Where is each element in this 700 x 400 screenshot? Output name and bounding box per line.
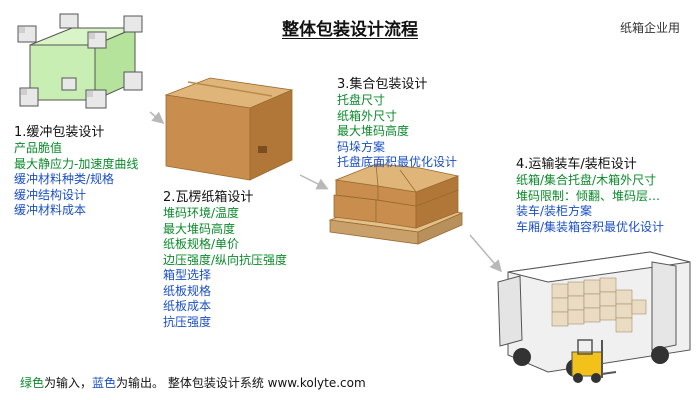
step-item: 纸板规格/单价 <box>163 237 240 251</box>
legend-text-2: 为输出。 整体包装设计系统 www.kolyte.com <box>116 376 366 390</box>
step-item: 纸箱/集合托盘/木箱外尺寸 <box>516 173 657 187</box>
step-item: 箱型选择 <box>163 268 212 282</box>
pallet-cartons-illustration <box>328 163 464 245</box>
step-item: 产品脆值 <box>14 141 63 155</box>
step-item: 托盘底面积最优化设计 <box>337 155 458 169</box>
step-item: 装车/装柜方案 <box>516 204 593 218</box>
step-item: 抗压强度 <box>163 314 212 329</box>
step-item: 托盘尺寸 <box>337 93 386 107</box>
step-item: 缓冲材料种类/规格 <box>14 172 115 186</box>
flow-arrows <box>149 111 502 273</box>
step-title: 2.瓦楞纸箱设计 <box>163 190 254 205</box>
cushion-cube-illustration <box>17 13 143 109</box>
step-item: 堆码限制：倾翻、堆码层… <box>516 188 661 203</box>
step-item: 堆码环境/温度 <box>163 206 240 220</box>
step-item: 最大堆码高度 <box>337 124 410 138</box>
step-item: 最大堆码高度 <box>163 221 236 236</box>
legend-text-1: 为输入， <box>44 376 93 390</box>
step-item: 缓冲材料成本 <box>14 203 87 217</box>
step-carton-design: 2.瓦楞纸箱设计 堆码环境/温度 最大堆码高度 纸板规格/单价 边压强度/纵向抗… <box>163 190 287 330</box>
corner-label: 纸箱企业用 <box>619 21 680 35</box>
page-title: 整体包装设计流程 <box>282 20 418 40</box>
step-item: 码垛方案 <box>337 139 386 154</box>
step-item: 边压强度/纵向抗压强度 <box>163 252 288 267</box>
step-item: 车厢/集装箱容积最优化设计 <box>516 219 665 234</box>
carton-box-illustration <box>164 77 294 181</box>
step-title: 3.集合包装设计 <box>337 77 428 92</box>
step-title: 4.运输装车/装柜设计 <box>516 157 637 172</box>
step-pallet-design: 3.集合包装设计 托盘尺寸 纸箱外尺寸 最大堆码高度 码垛方案 托盘底面积最优化… <box>337 77 457 171</box>
footer-legend: 绿色为输入，蓝色为输出。 整体包装设计系统 www.kolyte.com <box>20 374 366 391</box>
legend-blue-word: 蓝色 <box>92 376 117 390</box>
truck-loading-illustration <box>497 251 691 383</box>
legend-green-word: 绿色 <box>20 376 45 390</box>
step-item: 缓冲结构设计 <box>14 187 87 202</box>
step-item: 纸板规格 <box>163 283 212 298</box>
step-item: 最大静应力-加速度曲线 <box>14 156 139 171</box>
step-transport-design: 4.运输装车/装柜设计 纸箱/集合托盘/木箱外尺寸 堆码限制：倾翻、堆码层… 装… <box>516 157 664 235</box>
step-item: 纸板成本 <box>163 299 212 313</box>
step-item: 纸箱外尺寸 <box>337 108 398 123</box>
step-cushion-design: 1.缓冲包装设计 产品脆值 最大静应力-加速度曲线 缓冲材料种类/规格 缓冲结构… <box>14 125 138 219</box>
step-title: 1.缓冲包装设计 <box>14 125 105 140</box>
